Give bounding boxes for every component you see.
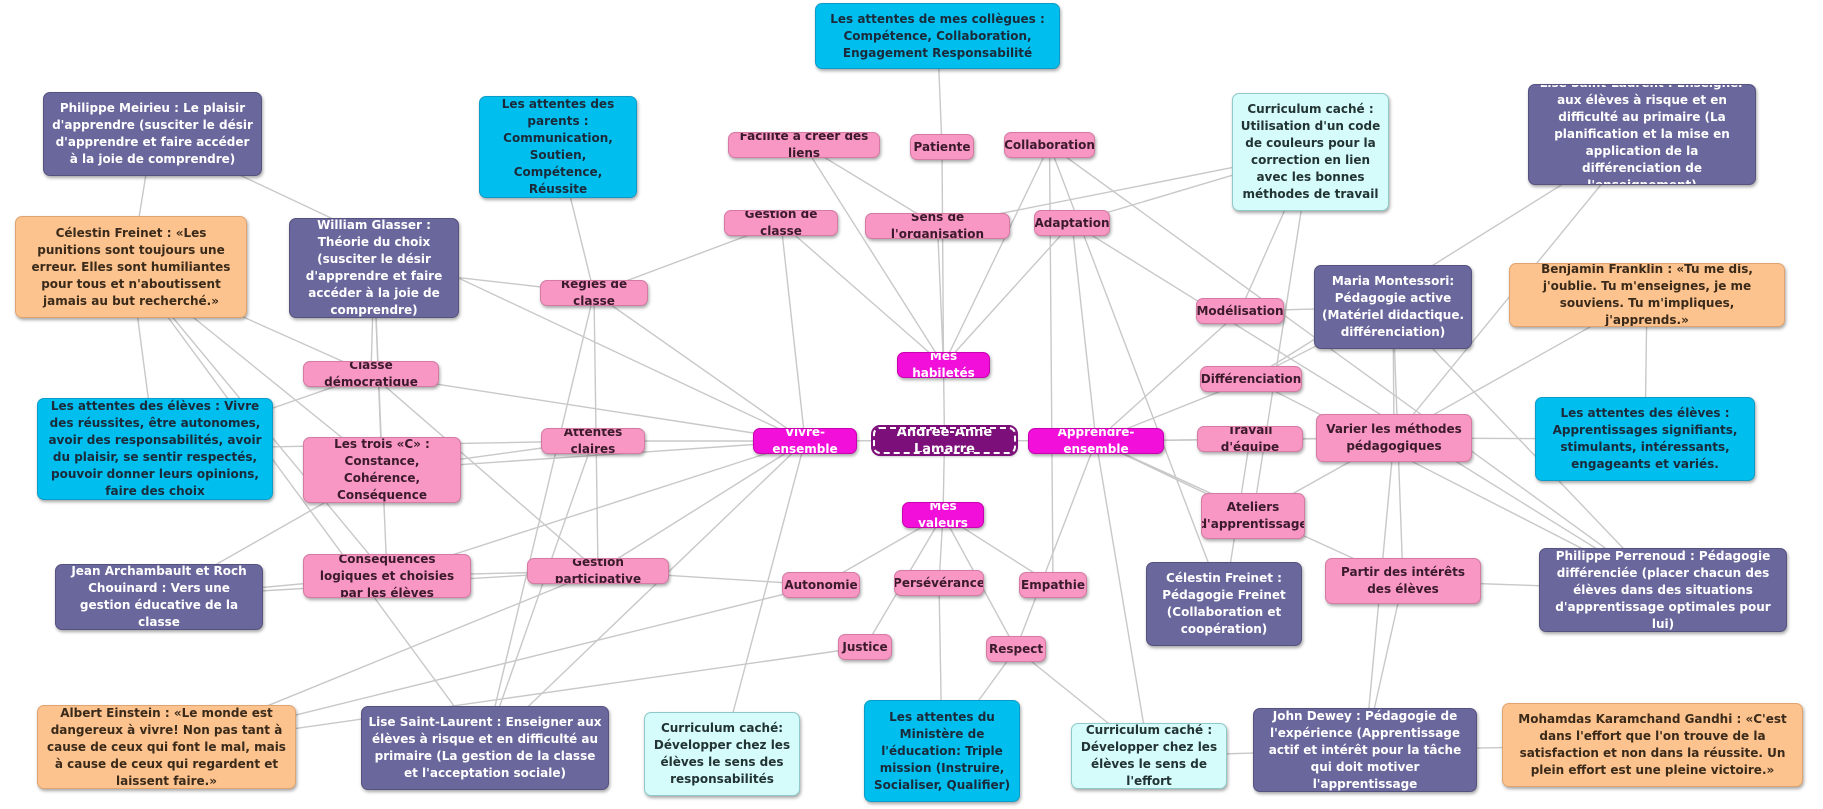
branch-mes-habiletes[interactable]: Mes habiletés — [897, 352, 990, 378]
connector-line — [1071, 222, 1664, 591]
source-attentes-collegues[interactable]: Les attentes de mes collègues : Compéten… — [815, 3, 1060, 69]
connector-line — [941, 146, 945, 366]
connector-line — [803, 144, 945, 366]
concept-attentes-claires[interactable]: Attentes claires — [541, 428, 645, 454]
connector-line — [593, 292, 806, 442]
connector-line — [1095, 440, 1150, 757]
source-freinet-pedagogie[interactable]: Célestin Freinet : Pédagogie Freinet (Co… — [1146, 562, 1302, 646]
connector-line — [942, 144, 1051, 366]
source-curriculum-couleurs[interactable]: Curriculum caché : Utilisation d'un code… — [1232, 93, 1389, 211]
concept-classe-democratique[interactable]: Classe démocratique — [303, 361, 439, 387]
source-meirieu[interactable]: Philippe Meirieu : Le plaisir d'apprendr… — [43, 92, 262, 176]
connector-line — [484, 440, 806, 749]
connector-line — [1252, 151, 1312, 517]
concept-travail-equipe[interactable]: Travail d'équipe — [1197, 426, 1303, 452]
concept-varier-methodes[interactable]: Varier les méthodes pédagogiques — [1316, 414, 1472, 462]
concept-autonomie[interactable]: Autonomie — [782, 572, 860, 598]
source-franklin[interactable]: Benjamin Franklin : «Tu me dis, j'oublie… — [1509, 263, 1785, 327]
connector-line — [1095, 310, 1241, 442]
connector-line — [370, 373, 599, 572]
concept-partir-interets[interactable]: Partir des intérêts des élèves — [1325, 558, 1481, 604]
connector-line — [1252, 294, 1648, 517]
concept-respect[interactable]: Respect — [986, 636, 1046, 662]
connector-line — [373, 267, 388, 577]
source-montessori[interactable]: Maria Montessori: Pédagogie active (Maté… — [1314, 265, 1472, 349]
concept-modelisation[interactable]: Modélisation — [1196, 298, 1284, 324]
concept-perseverance[interactable]: Persévérance — [894, 570, 984, 596]
connector-line — [936, 225, 945, 366]
concept-patiente[interactable]: Patiente — [910, 134, 974, 160]
source-gandhi[interactable]: Mohamdas Karamchand Gandhi : «C'est dans… — [1502, 703, 1803, 787]
connector-line — [1071, 222, 1097, 442]
connector-line — [942, 222, 1073, 366]
connector-line — [1392, 306, 1664, 591]
concept-ateliers[interactable]: Ateliers d'apprentissage — [1201, 493, 1305, 539]
source-einstein[interactable]: Albert Einstein : «Le monde est dangereu… — [37, 705, 296, 789]
source-attentes-eleves-vivre[interactable]: Les attentes des élèves : Vivre des réus… — [37, 398, 273, 500]
connector-line — [1049, 144, 1664, 591]
connector-line — [597, 440, 806, 572]
concept-trois-c[interactable]: Les trois «C» : Constance, Cohérence, Co… — [303, 437, 461, 503]
concept-adaptation[interactable]: Adaptation — [1034, 210, 1110, 236]
source-stlaurent-planification[interactable]: Lise Saint-Laurent : Enseigner aux élève… — [1528, 84, 1756, 185]
concept-regles-de-classe[interactable]: Règles de classe — [540, 280, 648, 306]
source-archambault-chouinard[interactable]: Jean Archambault et Roch Chouinard : Ver… — [55, 564, 263, 630]
connector-line — [780, 222, 806, 442]
connector-line — [152, 133, 806, 442]
source-glasser[interactable]: William Glasser : Théorie du choix (susc… — [289, 218, 459, 318]
connector-line — [1015, 440, 1097, 650]
source-attentes-eleves-apprendre[interactable]: Les attentes des élèves : Apprentissages… — [1535, 397, 1755, 481]
concept-collaboration[interactable]: Collaboration — [1004, 132, 1095, 158]
branch-mes-valeurs[interactable]: Mes valeurs — [902, 502, 984, 528]
concept-gestion-de-classe[interactable]: Gestion de classe — [724, 210, 838, 236]
source-curriculum-effort[interactable]: Curriculum caché : Développer chez les é… — [1071, 723, 1227, 789]
concept-differenciation[interactable]: Différenciation — [1200, 366, 1302, 392]
source-attentes-parents[interactable]: Les attentes des parents : Communication… — [479, 96, 637, 198]
concept-empathie[interactable]: Empathie — [1019, 572, 1087, 598]
concept-sens-organisation[interactable]: Sens de l'organisation — [865, 213, 1010, 239]
connector-line — [370, 373, 806, 442]
connector-line — [386, 440, 806, 577]
source-stlaurent-gestion[interactable]: Lise Saint-Laurent : Enseigner aux élève… — [361, 706, 609, 790]
concept-gestion-participative[interactable]: Gestion participative — [527, 558, 669, 584]
center-node[interactable]: Andrée-Anne Lamarre — [871, 425, 1018, 456]
concept-consequences-logiques[interactable]: Conséquences logiques et choisies par le… — [303, 554, 471, 598]
source-dewey[interactable]: John Dewey : Pédagogie de l'expérience (… — [1253, 708, 1477, 792]
connector-line — [721, 440, 806, 755]
connector-line — [130, 266, 486, 749]
source-attentes-ministere[interactable]: Les attentes du Ministère de l'éducation… — [864, 700, 1020, 802]
branch-apprendre-ensemble[interactable]: Apprendre-ensemble — [1028, 428, 1164, 454]
source-freinet-punitions[interactable]: Célestin Freinet : «Les punitions sont t… — [15, 216, 247, 318]
concept-facilite[interactable]: Facilité à créer des liens — [728, 132, 880, 158]
source-curriculum-responsabilites[interactable]: Curriculum caché: Développer chez les él… — [644, 712, 800, 796]
connector-line — [780, 222, 944, 366]
concept-justice[interactable]: Justice — [838, 634, 892, 660]
connector-line — [803, 144, 938, 227]
branch-vivre-ensemble[interactable]: Vivre-ensemble — [753, 428, 857, 454]
source-perrenoud[interactable]: Philippe Perrenoud : Pédagogie différenc… — [1539, 548, 1787, 632]
